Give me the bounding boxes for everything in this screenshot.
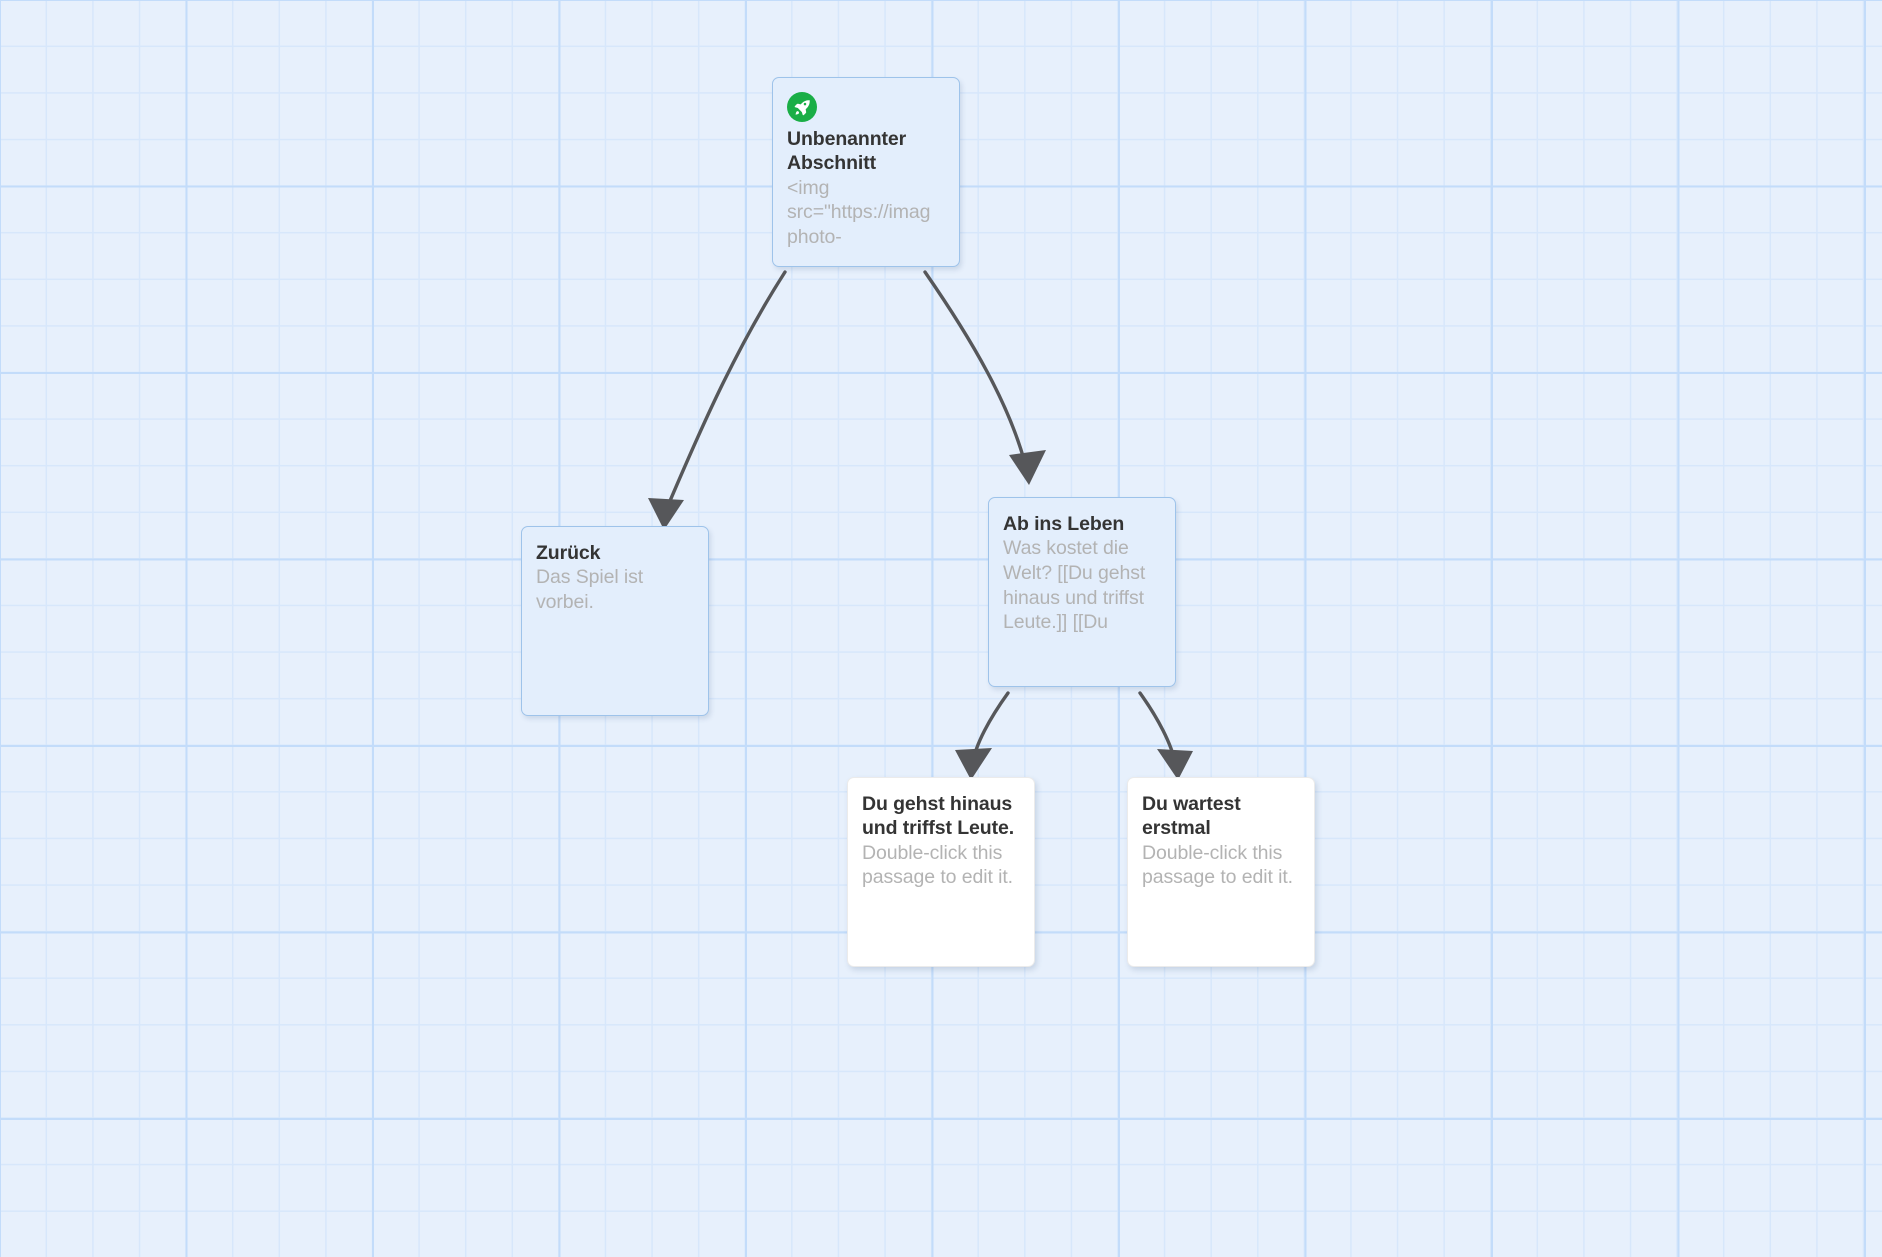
passage-card-unbenannter-abschnitt[interactable]: Unbenannter Abschnitt <img src="https://… [772,77,960,267]
passage-excerpt: Das Spiel ist vorbei. [536,566,644,613]
connector-line [1138,691,1177,765]
connector-start-to-zurueck [648,270,787,530]
passage-content: Ab ins Leben Was kostet die Welt? [[Du g… [1003,512,1161,686]
passage-title: Du wartest erstmal [1142,793,1241,840]
passage-card-zurueck[interactable]: Zurück Das Spiel ist vorbei. [521,526,709,716]
passage-excerpt: Double-click this passage to edit it. [1142,841,1293,889]
connector-arrowhead [1157,749,1193,780]
connector-line [923,270,1028,469]
connector-line [971,691,1010,765]
passage-title: Ab ins Leben [1003,513,1125,535]
passage-title: Zurück [536,542,601,564]
passage-content: Du gehst hinaus und triffst Leute. Doubl… [862,792,1020,966]
passage-card-ab-ins-leben[interactable]: Ab ins Leben Was kostet die Welt? [[Du g… [988,497,1176,687]
passage-content: Zurück Das Spiel ist vorbei. [536,541,694,715]
passage-content: Unbenannter Abschnitt <img src="https://… [787,92,945,266]
passage-excerpt: Double-click this passage to edit it. [862,841,1013,889]
passage-content: Du wartest erstmal Double-click this pas… [1142,792,1300,966]
passage-card-du-wartest-erstmal[interactable]: Du wartest erstmal Double-click this pas… [1127,777,1315,967]
connector-arrowhead [955,748,992,780]
connector-line [662,270,787,517]
passage-title: Unbenannter Abschnitt [787,128,907,175]
rocket-icon [787,92,817,122]
connector-ab-to-du-gehst [955,691,1010,780]
connector-arrowhead [1009,450,1046,485]
passage-excerpt: Was kostet die Welt? [[Du gehst hinaus u… [1003,537,1146,634]
connector-start-to-ab-ins-leben [923,270,1046,485]
connector-ab-to-du-wartest [1138,691,1193,780]
passage-card-du-gehst-hinaus-und-triffst-leute[interactable]: Du gehst hinaus und triffst Leute. Doubl… [847,777,1035,967]
passage-title: Du gehst hinaus und triffst Leute. [862,793,1015,840]
passage-excerpt: <img src="https://imag photo- [787,176,931,248]
